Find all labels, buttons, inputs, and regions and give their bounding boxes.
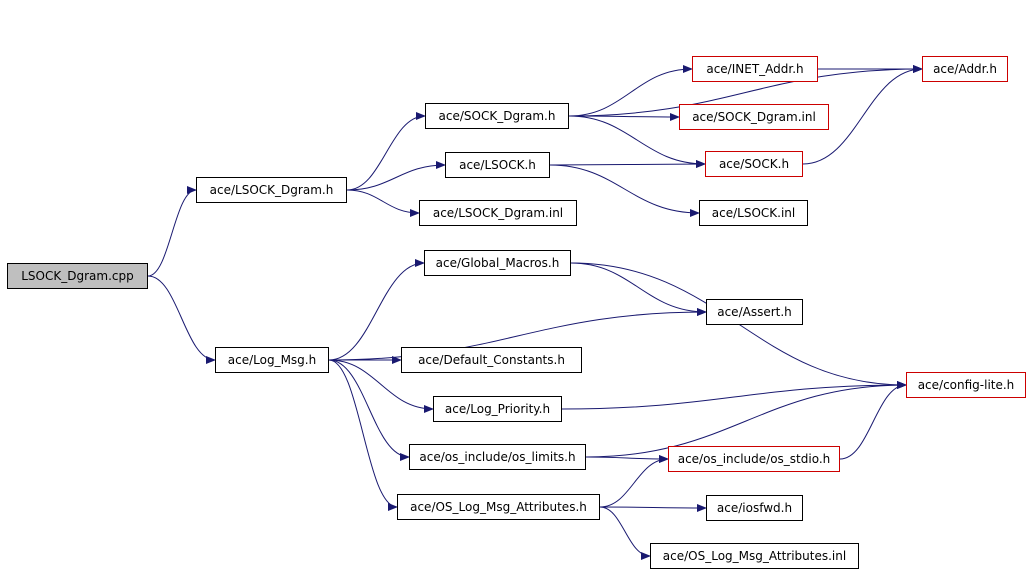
edge-sock_dgram_h-to-sock_dgram_inl [568, 112, 680, 121]
edge-lsock_dgram_h-to-lsock_h [346, 161, 446, 191]
config-lite-h-node[interactable]: ace/config-lite.h [906, 372, 1026, 398]
edge-global_macros_h-to-assert_h [570, 262, 707, 316]
lsock-h-node[interactable]: ace/LSOCK.h [445, 152, 550, 178]
sock-dgram-inl-node[interactable]: ace/SOCK_Dgram.inl [679, 104, 829, 130]
edge-os_limits_h-to-config_lite_h [585, 381, 907, 458]
edge-log_msg_h-to-assert_h [328, 308, 707, 361]
edge-sock_dgram_h-to-addr_h [568, 65, 923, 117]
edge-sock_dgram_h-to-inet_addr_h [568, 65, 693, 117]
default-constants-h-node[interactable]: ace/Default_Constants.h [401, 347, 582, 373]
lsock-inl-node[interactable]: ace/LSOCK.inl [699, 200, 808, 226]
edge-sock_h-to-addr_h [802, 65, 923, 165]
os-log-msg-attributes-inl-node[interactable]: ace/OS_Log_Msg_Attributes.inl [650, 543, 859, 569]
addr-h-node[interactable]: ace/Addr.h [922, 56, 1008, 82]
log-msg-h-node[interactable]: ace/Log_Msg.h [215, 347, 329, 373]
os-log-msg-attributes-h-node[interactable]: ace/OS_Log_Msg_Attributes.h [397, 494, 600, 520]
edge-log_msg_h-to-global_macros_h [328, 259, 425, 361]
edge-lsock_dgram_h-to-lsock_dgram_inl [346, 189, 420, 217]
os-stdio-h-node[interactable]: ace/os_include/os_stdio.h [668, 446, 840, 472]
edge-os_log_msg_attr_h-to-os_stdio_h [599, 455, 669, 508]
root-file-node[interactable]: LSOCK_Dgram.cpp [7, 263, 148, 289]
edge-lsock_h-to-lsock_inl [549, 164, 700, 217]
edge-os_log_msg_attr_h-to-os_log_msg_attr_inl [599, 506, 651, 560]
inet-addr-h-node[interactable]: ace/INET_Addr.h [692, 56, 818, 82]
edge-os_stdio_h-to-config_lite_h [839, 381, 907, 460]
log-priority-h-node[interactable]: ace/Log_Priority.h [433, 396, 562, 422]
edge-root-to-lsock_dgram_h [147, 186, 197, 277]
iosfwd-h-node[interactable]: ace/iosfwd.h [706, 495, 803, 521]
lsock-dgram-h-node[interactable]: ace/LSOCK_Dgram.h [196, 177, 347, 203]
os-limits-h-node[interactable]: ace/os_include/os_limits.h [409, 444, 586, 470]
sock-dgram-h-node[interactable]: ace/SOCK_Dgram.h [425, 103, 569, 129]
sock-h-node[interactable]: ace/SOCK.h [705, 151, 803, 177]
edge-root-to-log_msg_h [147, 275, 216, 364]
edge-lsock_h-to-sock_h [549, 160, 706, 169]
assert-h-node[interactable]: ace/Assert.h [706, 299, 803, 325]
edge-os_log_msg_attr_h-to-iosfwd_h [599, 503, 707, 512]
lsock-dgram-inl-node[interactable]: ace/LSOCK_Dgram.inl [419, 200, 577, 226]
edge-log_msg_h-to-log_priority_h [328, 359, 434, 413]
global-macros-h-node[interactable]: ace/Global_Macros.h [424, 250, 571, 276]
edge-log_priority_h-to-config_lite_h [561, 381, 907, 410]
edge-sock_dgram_h-to-sock_h [568, 115, 706, 168]
edge-os_limits_h-to-os_stdio_h [585, 454, 669, 463]
edge-log_msg_h-to-os_log_msg_attr_h [328, 359, 398, 511]
edge-lsock_dgram_h-to-sock_dgram_h [346, 112, 426, 191]
edge-log_msg_h-to-os_limits_h [328, 359, 410, 461]
